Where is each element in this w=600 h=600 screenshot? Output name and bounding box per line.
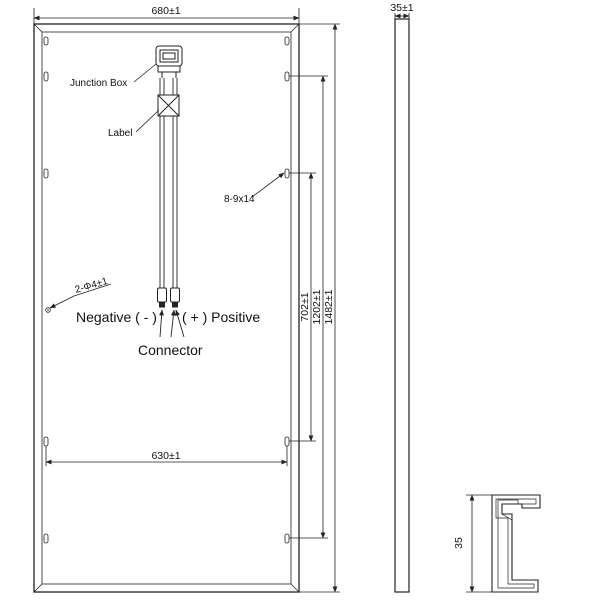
dimension-630 <box>45 446 288 466</box>
leader-lines <box>49 63 285 309</box>
dimension-680 <box>33 8 300 24</box>
mounting-slot <box>284 533 290 544</box>
cable-label-text: Label <box>108 128 132 139</box>
panel-side-view <box>394 13 410 593</box>
positive-connector <box>170 287 180 303</box>
frame-depth-dimension: 35±1 <box>390 2 413 14</box>
mounting-slot <box>43 533 49 544</box>
vertical-dimensions <box>289 23 340 593</box>
panel-back-view <box>33 23 300 593</box>
mounting-slot <box>43 168 49 179</box>
mounting-slot <box>43 36 49 46</box>
mounting-slot <box>284 36 290 46</box>
mounting-slot <box>43 436 49 447</box>
junction-box <box>155 45 183 78</box>
junction-box-label: Junction Box <box>70 78 127 89</box>
mounting-slot <box>284 71 290 82</box>
negative-connector <box>157 287 167 303</box>
connectors <box>157 287 180 308</box>
panel-width-dimension: 680±1 <box>151 5 180 17</box>
mounting-holes-label: 8-9x14 <box>224 194 255 205</box>
panel-frame-outer <box>33 23 300 593</box>
positive-label: ( + ) Positive <box>182 309 260 325</box>
mounting-slots <box>43 36 290 544</box>
mounting-slot <box>284 436 290 447</box>
hole-span-2-dimension: 1202±1 <box>311 289 323 324</box>
frame-profile-section <box>466 494 541 593</box>
frame-corners <box>33 23 300 593</box>
connector-label: Connector <box>138 342 203 358</box>
mounting-slot <box>43 71 49 82</box>
panel-frame-inner <box>41 31 292 585</box>
ground-hole <box>45 307 51 313</box>
connector-arrows <box>159 309 185 338</box>
ground-hole <box>47 309 49 311</box>
ground-holes-label: 2-Φ4±1 <box>74 276 110 296</box>
mounting-slot <box>284 168 290 179</box>
cable-label-tag <box>157 94 180 117</box>
negative-label: Negative ( - ) <box>76 309 157 325</box>
panel-length-dimension: 1482±1 <box>323 289 335 324</box>
hole-spacing-dimension: 630±1 <box>151 450 180 462</box>
profile-height-dimension: 35 <box>453 537 465 549</box>
hole-span-1-dimension: 702±1 <box>299 292 311 321</box>
